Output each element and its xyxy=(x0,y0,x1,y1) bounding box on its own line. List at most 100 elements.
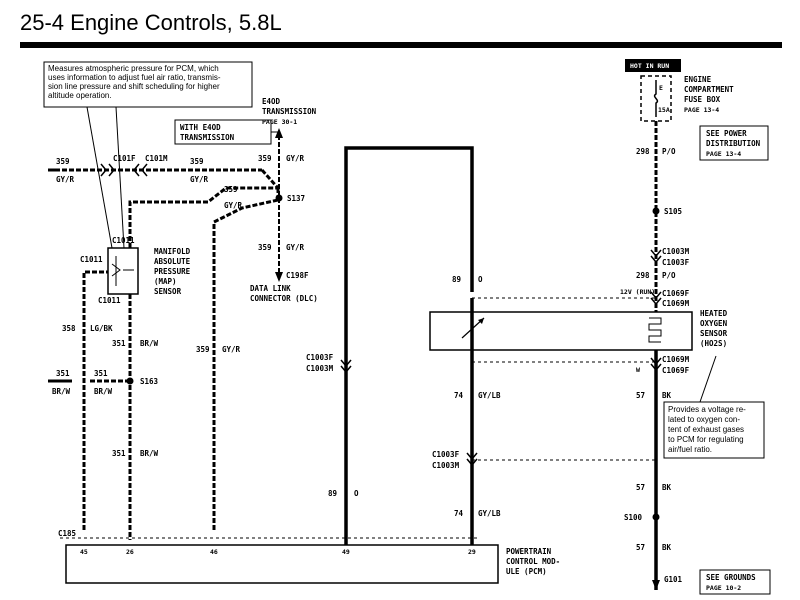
page-title: 25-4 Engine Controls, 5.8L xyxy=(20,10,282,35)
svg-text:BK: BK xyxy=(662,391,672,400)
svg-text:12V (RUN): 12V (RUN) xyxy=(620,288,655,296)
svg-text:CONNECTOR (DLC): CONNECTOR (DLC) xyxy=(250,294,318,303)
title-rule xyxy=(20,42,782,48)
svg-text:C1003M: C1003M xyxy=(432,461,460,470)
svg-text:359: 359 xyxy=(258,154,272,163)
ho2s-note: Provides a voltage re- lated to oxygen c… xyxy=(663,401,765,459)
svg-text:359: 359 xyxy=(196,345,210,354)
e4od-ref-label: E4OD xyxy=(262,97,281,106)
svg-text:29: 29 xyxy=(468,548,476,556)
svg-text:GY/R: GY/R xyxy=(190,175,209,184)
svg-text:89: 89 xyxy=(452,275,462,284)
svg-text:PAGE 10-2: PAGE 10-2 xyxy=(706,584,741,592)
map-sensor xyxy=(107,247,139,295)
svg-text:359: 359 xyxy=(224,185,238,194)
svg-text:S137: S137 xyxy=(287,194,305,203)
svg-text:C1003F: C1003F xyxy=(662,258,690,267)
s100-splice xyxy=(652,513,660,521)
map-note: Measures atmospheric pressure for PCM, w… xyxy=(43,61,253,108)
svg-text:WITH E4OD: WITH E4OD xyxy=(180,123,221,132)
fuse-box-outline xyxy=(640,75,672,122)
c101-connector-symbol xyxy=(133,163,148,177)
svg-text:Provides a voltage re-: Provides a voltage re- xyxy=(668,405,746,414)
svg-text:SENSOR: SENSOR xyxy=(700,329,728,338)
svg-text:BR/W: BR/W xyxy=(52,387,71,396)
svg-text:359: 359 xyxy=(190,157,204,166)
svg-text:C1069M: C1069M xyxy=(662,299,690,308)
svg-text:BR/W: BR/W xyxy=(94,387,113,396)
svg-text:E: E xyxy=(659,84,663,92)
e4od-box: WITH E4OD TRANSMISSION xyxy=(174,119,272,145)
svg-text:TRANSMISSION: TRANSMISSION xyxy=(262,107,317,116)
svg-text:359: 359 xyxy=(56,157,70,166)
svg-text:to PCM for regulating: to PCM for regulating xyxy=(668,435,744,444)
svg-text:C101M: C101M xyxy=(145,154,168,163)
svg-text:C198F: C198F xyxy=(286,271,309,280)
svg-text:C1069F: C1069F xyxy=(662,289,690,298)
svg-text:57: 57 xyxy=(636,543,645,552)
svg-text:air/fuel ratio.: air/fuel ratio. xyxy=(668,445,712,454)
svg-text:P/O: P/O xyxy=(662,147,676,156)
map-note-line: sion line pressure and shift scheduling … xyxy=(48,82,220,91)
svg-text:298: 298 xyxy=(636,147,650,156)
svg-text:BR/W: BR/W xyxy=(140,339,159,348)
map-note-line: uses information to adjust fuel air rati… xyxy=(48,73,221,82)
svg-text:S100: S100 xyxy=(624,513,643,522)
ho2s-label: HEATED xyxy=(700,309,728,318)
svg-text:57: 57 xyxy=(636,391,645,400)
svg-text:O: O xyxy=(354,489,359,498)
svg-text:C101F: C101F xyxy=(113,154,136,163)
svg-text:TRANSMISSION: TRANSMISSION xyxy=(180,133,235,142)
svg-text:74: 74 xyxy=(454,391,464,400)
svg-text:PAGE 30-1: PAGE 30-1 xyxy=(262,118,297,126)
svg-text:GY/R: GY/R xyxy=(222,345,241,354)
svg-text:lated to oxygen con-: lated to oxygen con- xyxy=(668,415,740,424)
map-sensor-symbol xyxy=(111,256,121,286)
svg-text:46: 46 xyxy=(210,548,218,556)
c101-connector-symbol xyxy=(100,163,115,177)
fuse-box-label: ENGINE xyxy=(684,75,712,84)
svg-text:45: 45 xyxy=(80,548,88,556)
svg-text:GY/LB: GY/LB xyxy=(478,391,501,400)
svg-text:BR/W: BR/W xyxy=(140,449,159,458)
svg-text:GY/R: GY/R xyxy=(224,201,243,210)
svg-text:26: 26 xyxy=(126,548,134,556)
ho2s-note-leader xyxy=(699,355,717,403)
arrow-up-e4od xyxy=(275,128,283,138)
svg-text:351: 351 xyxy=(56,369,70,378)
svg-text:C1011: C1011 xyxy=(112,236,135,245)
wire-359-harness xyxy=(48,168,280,530)
svg-text:BK: BK xyxy=(662,543,672,552)
svg-text:G101: G101 xyxy=(664,575,683,584)
svg-text:tent of exhaust gases: tent of exhaust gases xyxy=(668,425,744,434)
map-note-line: altitude operation. xyxy=(48,91,112,100)
svg-text:COMPARTMENT: COMPARTMENT xyxy=(684,85,734,94)
s105-splice xyxy=(652,207,660,215)
svg-text:HOT IN RUN: HOT IN RUN xyxy=(630,62,669,70)
svg-text:P/O: P/O xyxy=(662,271,676,280)
svg-text:(MAP): (MAP) xyxy=(154,277,177,286)
svg-text:FUSE BOX: FUSE BOX xyxy=(684,95,721,104)
svg-text:C1069M: C1069M xyxy=(662,355,690,364)
fuse-icon xyxy=(653,80,659,117)
svg-text:298: 298 xyxy=(636,271,650,280)
svg-text:C1003F: C1003F xyxy=(306,353,334,362)
ground-arrow xyxy=(652,580,660,590)
svg-text:49: 49 xyxy=(342,548,350,556)
s137-splice xyxy=(275,194,283,202)
pcm-label: POWERTRAIN xyxy=(506,547,552,556)
pcm-module xyxy=(65,544,499,584)
svg-text:OXYGEN: OXYGEN xyxy=(700,319,728,328)
svg-text:CONTROL MOD-: CONTROL MOD- xyxy=(506,557,560,566)
svg-text:C1003F: C1003F xyxy=(432,450,460,459)
power-dist-box: SEE POWER DISTRIBUTION PAGE 13-4 xyxy=(699,125,769,161)
svg-text:LG/BK: LG/BK xyxy=(90,324,113,333)
svg-text:C1069F: C1069F xyxy=(662,366,690,375)
map-note-leader xyxy=(115,106,125,249)
svg-text:BK: BK xyxy=(662,483,672,492)
svg-text:SEE POWER: SEE POWER xyxy=(706,129,747,138)
svg-text:S105: S105 xyxy=(664,207,682,216)
arrow-down-dlc xyxy=(275,272,283,282)
svg-text:PAGE 13-4: PAGE 13-4 xyxy=(684,106,719,114)
